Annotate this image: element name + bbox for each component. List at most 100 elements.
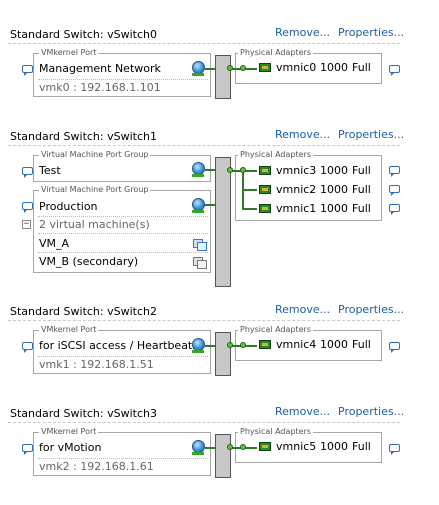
port-group-legend: VMkernel Port <box>39 48 99 58</box>
nic-name[interactable]: vmnic1 <box>276 202 317 215</box>
separator <box>8 320 400 321</box>
comment-icon[interactable] <box>389 65 400 76</box>
separator <box>8 145 400 146</box>
nic-duplex: Full <box>352 61 371 74</box>
port-group-name[interactable]: for vMotion <box>39 441 102 454</box>
nic-duplex: Full <box>352 440 371 453</box>
port-group-box: VMkernel Port Management Network vmk0 : … <box>33 48 211 97</box>
nic-speed: 1000 <box>320 440 348 453</box>
port-node <box>240 167 246 173</box>
port-group-legend: VMkernel Port <box>39 427 99 437</box>
port-group-name[interactable]: Test <box>39 164 61 177</box>
comment-icon[interactable] <box>389 342 400 353</box>
divider <box>38 79 208 80</box>
switch-title: Standard Switch: vSwitch0 <box>10 28 157 41</box>
virtual-machine-icon <box>197 242 207 251</box>
comment-icon[interactable] <box>389 166 400 177</box>
port-group-legend: Virtual Machine Port Group <box>39 150 151 160</box>
nic-speed: 1000 <box>320 202 348 215</box>
physical-nic-icon <box>259 204 271 213</box>
remove-link[interactable]: Remove... <box>275 405 331 418</box>
comment-icon[interactable] <box>389 444 400 455</box>
network-globe-base <box>192 350 204 353</box>
physical-adapters-legend: Physical Adapters <box>238 150 313 160</box>
remove-link[interactable]: Remove... <box>275 303 331 316</box>
collapse-icon[interactable]: − <box>22 219 31 229</box>
port-group-legend: VMkernel Port <box>39 325 99 335</box>
divider <box>38 458 208 459</box>
nic-speed: 1000 <box>320 61 348 74</box>
connector-line <box>205 447 215 449</box>
physical-nic-icon <box>259 442 271 451</box>
port-group-ip: vmk0 : 192.168.1.101 <box>39 81 161 94</box>
comment-icon[interactable] <box>22 342 33 353</box>
nic-name[interactable]: vmnic4 <box>276 338 317 351</box>
port-group-ip: vmk2 : 192.168.1.61 <box>39 460 154 473</box>
port-group-box: VMkernel Port for vMotion vmk2 : 192.168… <box>33 427 211 476</box>
comment-icon[interactable] <box>389 185 400 196</box>
port-group-name[interactable]: Production <box>39 200 98 213</box>
comment-icon[interactable] <box>389 204 400 215</box>
connector-line <box>205 169 215 171</box>
port-group-name[interactable]: Management Network <box>39 62 161 75</box>
physical-adapters-box: Physical Adapters vmnic4 1000 Full <box>235 325 382 361</box>
network-globe-base <box>192 174 204 177</box>
port-node <box>240 65 246 71</box>
switch-title: Standard Switch: vSwitch1 <box>10 130 157 143</box>
divider <box>38 233 208 234</box>
port-node <box>240 342 246 348</box>
physical-nic-icon <box>259 63 271 72</box>
nic-speed: 1000 <box>320 338 348 351</box>
comment-icon[interactable] <box>22 167 33 178</box>
physical-adapters-box: Physical Adapters vmnic3 1000 Full vmnic… <box>235 150 382 221</box>
network-globe-base <box>192 73 204 76</box>
connector-line <box>205 204 215 206</box>
physical-adapters-legend: Physical Adapters <box>238 427 313 437</box>
connector-line <box>242 208 257 210</box>
port-node <box>240 444 246 450</box>
network-globe-base <box>192 452 204 455</box>
switch-bus <box>215 434 231 478</box>
divider <box>38 356 208 357</box>
divider <box>38 252 208 253</box>
network-globe-base <box>192 210 204 213</box>
properties-link[interactable]: Properties... <box>338 405 405 418</box>
switch-bus <box>215 55 231 99</box>
port-group-legend: Virtual Machine Port Group <box>39 185 151 195</box>
physical-nic-icon <box>259 166 271 175</box>
physical-nic-icon <box>259 185 271 194</box>
vm-name[interactable]: VM_A <box>39 237 70 250</box>
switch-title: Standard Switch: vSwitch3 <box>10 407 157 420</box>
comment-icon[interactable] <box>22 202 33 213</box>
port-group-ip: vmk1 : 192.168.1.51 <box>39 358 154 371</box>
nic-name[interactable]: vmnic0 <box>276 61 317 74</box>
nic-name[interactable]: vmnic5 <box>276 440 317 453</box>
nic-duplex: Full <box>352 164 371 177</box>
switch-bus <box>215 157 231 287</box>
physical-adapters-legend: Physical Adapters <box>238 48 313 58</box>
properties-link[interactable]: Properties... <box>338 26 405 39</box>
port-group-box: VMkernel Port for iSCSI access / Heartbe… <box>33 325 211 374</box>
virtual-machine-icon <box>197 260 207 269</box>
nic-name[interactable]: vmnic2 <box>276 183 317 196</box>
nic-name[interactable]: vmnic3 <box>276 164 317 177</box>
remove-link[interactable]: Remove... <box>275 128 331 141</box>
comment-icon[interactable] <box>22 444 33 455</box>
port-group-box: Virtual Machine Port Group Production 2 … <box>33 185 211 273</box>
port-node <box>227 167 233 173</box>
separator <box>8 43 400 44</box>
comment-icon[interactable] <box>22 65 33 76</box>
port-group-name[interactable]: for iSCSI access / Heartbeat2 <box>39 339 200 352</box>
physical-adapters-legend: Physical Adapters <box>238 325 313 335</box>
physical-adapters-box: Physical Adapters vmnic0 1000 Full <box>235 48 382 84</box>
divider <box>38 216 208 217</box>
port-node <box>227 342 233 348</box>
port-node <box>227 65 233 71</box>
remove-link[interactable]: Remove... <box>275 26 331 39</box>
vm-count: 2 virtual machine(s) <box>39 218 150 231</box>
properties-link[interactable]: Properties... <box>338 303 405 316</box>
port-group-box: Virtual Machine Port Group Test <box>33 150 211 182</box>
properties-link[interactable]: Properties... <box>338 128 405 141</box>
switch-title: Standard Switch: vSwitch2 <box>10 305 157 318</box>
vm-name[interactable]: VM_B (secondary) <box>39 255 139 268</box>
